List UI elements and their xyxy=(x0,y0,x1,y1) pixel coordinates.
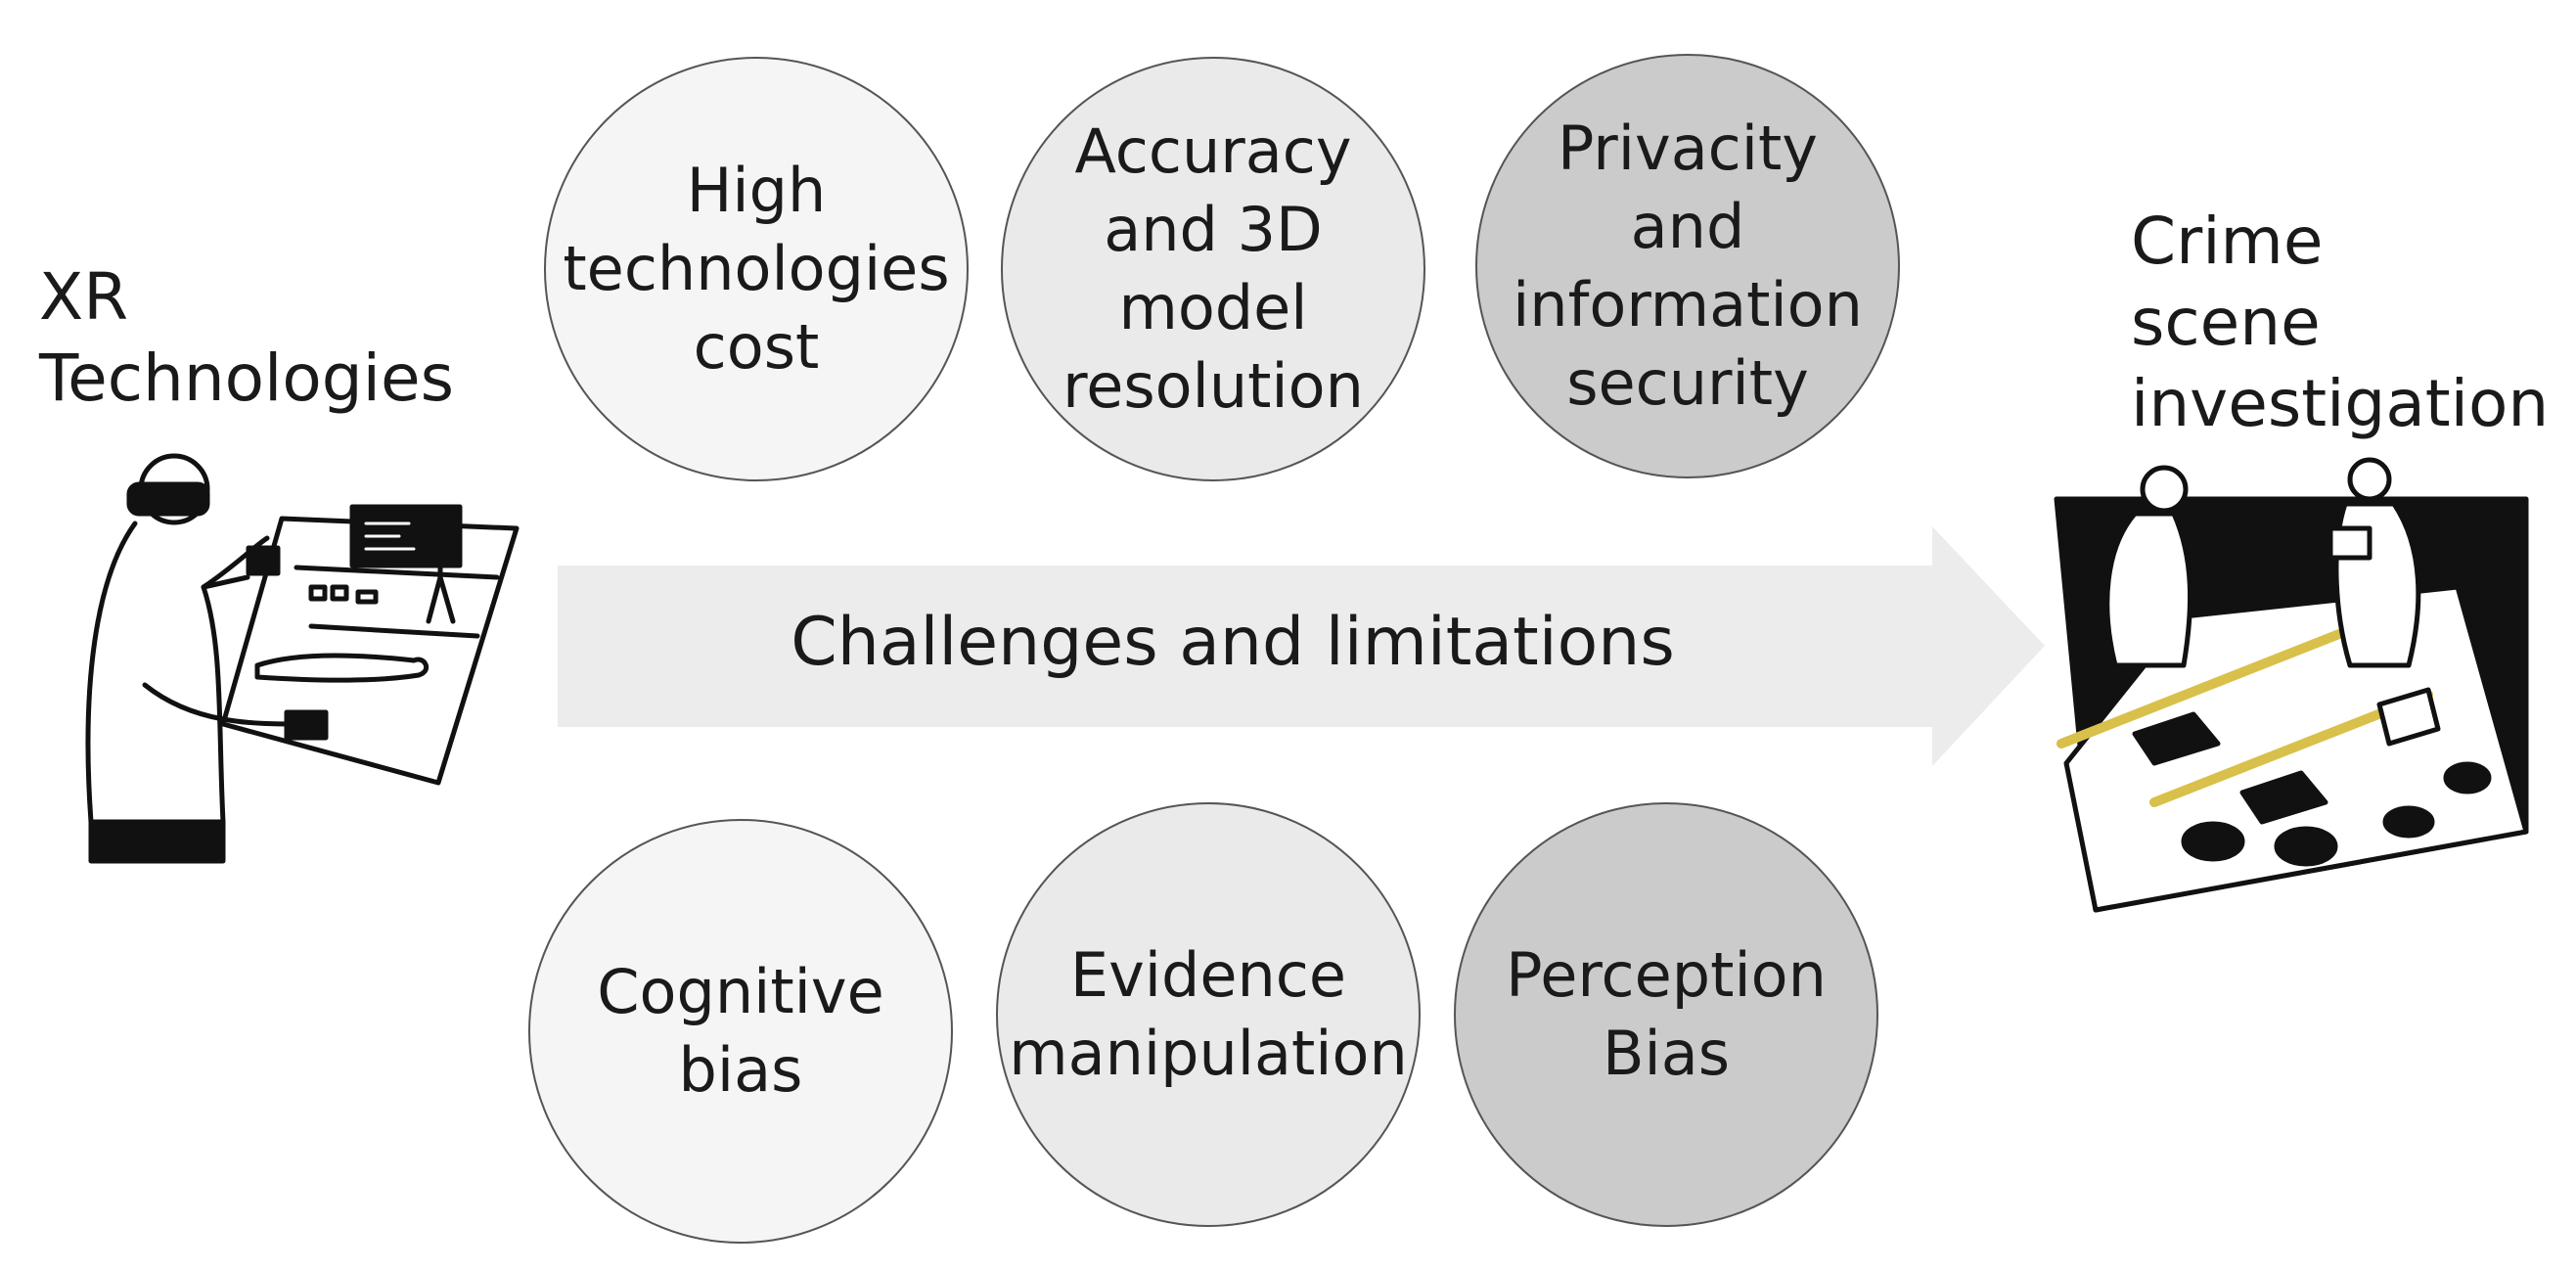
challenge-label: Evidence manipulation xyxy=(1009,939,1408,1089)
challenge-circle-accuracy-resolution: Accuracy and 3D model resolution xyxy=(1001,57,1425,481)
challenge-circle-evidence-manipulation: Evidence manipulation xyxy=(996,802,1421,1227)
challenge-circle-cognitive-bias: Cognitive bias xyxy=(528,819,953,1244)
vr-headset-person-icon xyxy=(85,453,520,864)
challenge-circle-high-technologies-cost: High technologies cost xyxy=(544,57,969,481)
challenges-arrow xyxy=(558,526,2045,766)
arrow-label: Challenges and limitations xyxy=(791,604,1675,681)
crime-scene-icon xyxy=(2054,457,2529,913)
arrow-shape xyxy=(558,526,2045,766)
challenge-label: Privacity and information security xyxy=(1513,113,1863,419)
crime-scene-investigation-label: Crime scene investigation xyxy=(2131,204,2550,441)
challenge-label: High technologies cost xyxy=(563,155,950,383)
challenge-label: Perception Bias xyxy=(1506,939,1827,1089)
challenge-label: Cognitive bias xyxy=(597,956,884,1106)
challenge-label: Accuracy and 3D model resolution xyxy=(1062,115,1364,422)
xr-technologies-label: XR Technologies xyxy=(39,259,454,416)
challenge-circle-privacy-security: Privacity and information security xyxy=(1475,54,1900,478)
challenge-circle-perception-bias: Perception Bias xyxy=(1454,802,1878,1227)
